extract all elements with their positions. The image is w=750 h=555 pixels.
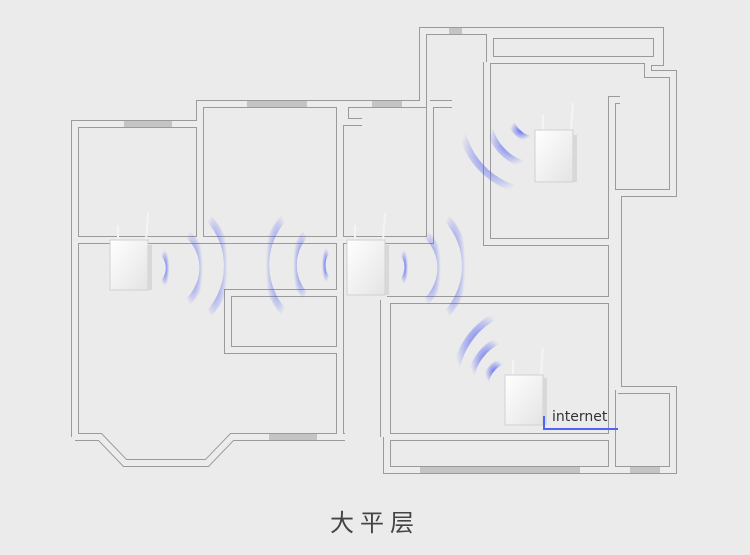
signal-arc [456,111,534,196]
router-icon [534,102,577,183]
signal-arc [262,209,293,321]
signal-arc [437,209,469,323]
signal-arc [451,308,507,386]
router-icon [504,347,547,426]
signal-arc [397,247,412,287]
signal-arc [157,247,173,289]
signal-arc [418,227,445,309]
internet-cable [543,416,618,430]
signal-arc [481,356,507,386]
signal-arc [506,118,534,144]
router-icon [109,212,152,291]
signal-arc [466,334,507,386]
diagram-caption: 大平层 [330,509,420,537]
signal-arc [289,227,313,303]
internet-label: internet [552,409,608,425]
windows [124,28,660,473]
signal-arc [199,209,231,323]
wifi-signals [157,111,534,386]
signal-arc [484,117,534,170]
signal-arc [180,227,207,309]
router-icon [346,212,389,296]
signal-arc [318,245,333,285]
routers [109,102,577,426]
